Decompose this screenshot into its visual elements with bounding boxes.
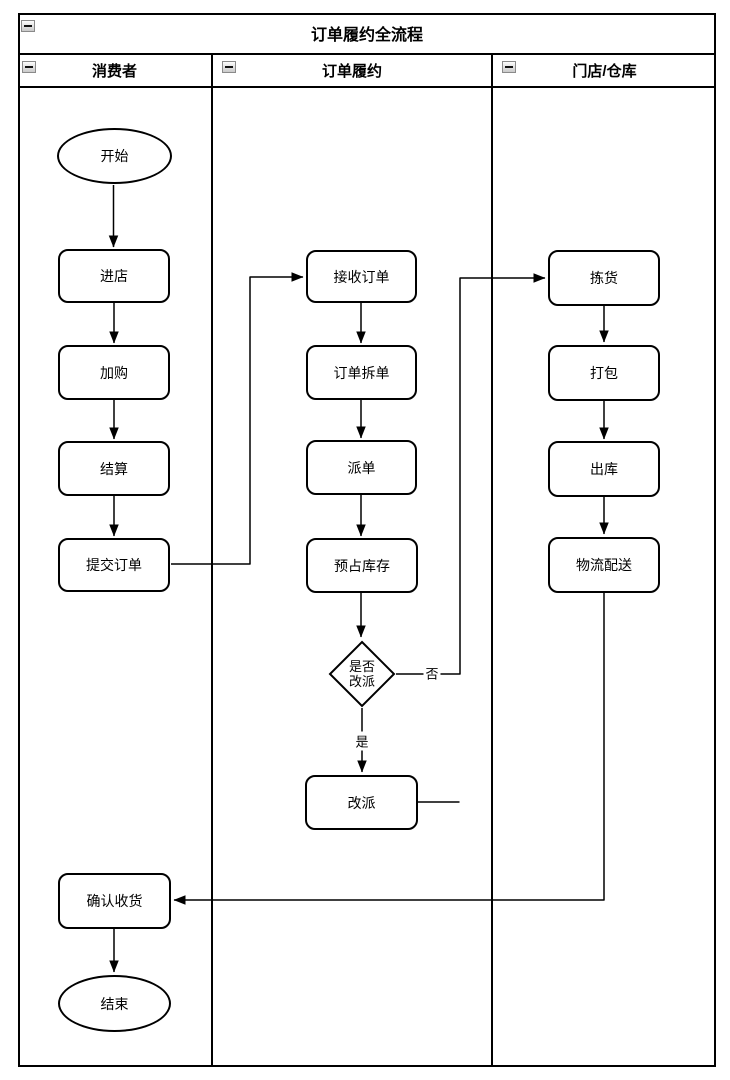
- pool-title: 订单履约全流程: [310, 27, 423, 44]
- minus-icon: [505, 66, 513, 68]
- node-outbound[interactable]: 出库: [548, 441, 660, 497]
- minus-icon: [225, 66, 233, 68]
- lane-divider-2: [491, 53, 493, 1067]
- node-picking[interactable]: 拣货: [548, 250, 660, 306]
- node-label: 物流配送: [576, 557, 632, 573]
- node-end[interactable]: 结束: [58, 975, 171, 1032]
- node-label: 结算: [100, 460, 128, 477]
- node-label: 开始: [100, 148, 129, 164]
- node-label: 订单拆单: [333, 364, 390, 381]
- node-label: 是否 改派: [348, 659, 375, 689]
- node-reassign-decision[interactable]: 是否 改派: [328, 640, 396, 708]
- edge-label-yes: 是: [353, 731, 371, 751]
- node-reassign[interactable]: 改派: [305, 775, 418, 830]
- node-logistics-delivery[interactable]: 物流配送: [548, 537, 660, 593]
- minus-icon: [24, 25, 32, 27]
- node-label: 提交订单: [86, 557, 142, 573]
- node-label: 预占库存: [334, 557, 390, 574]
- node-confirm-receipt[interactable]: 确认收货: [58, 873, 171, 929]
- edge-label-no: 否: [423, 663, 441, 683]
- lane-header-fulfillment: 订单履约: [321, 63, 382, 80]
- node-enter-store[interactable]: 进店: [58, 249, 170, 303]
- lane-header-consumer: 消费者: [91, 63, 137, 80]
- minus-icon: [25, 66, 33, 68]
- title-separator: [18, 53, 716, 55]
- node-packing[interactable]: 打包: [548, 345, 660, 401]
- lane-fulfillment-collapse-icon[interactable]: [222, 61, 236, 73]
- lane-store-warehouse-collapse-icon[interactable]: [502, 61, 516, 73]
- node-label: 进店: [100, 268, 128, 284]
- node-start[interactable]: 开始: [57, 128, 172, 184]
- node-label: 出库: [590, 461, 618, 477]
- lane-divider-1: [211, 53, 213, 1067]
- node-add-to-cart[interactable]: 加购: [58, 345, 170, 400]
- node-label: 打包: [590, 365, 618, 381]
- node-receive-order[interactable]: 接收订单: [306, 250, 417, 303]
- node-label: 加购: [100, 364, 128, 381]
- node-label: 派单: [347, 459, 376, 476]
- node-label: 确认收货: [86, 893, 143, 909]
- node-split-order[interactable]: 订单拆单: [306, 345, 417, 400]
- lane-header-separator: [18, 86, 716, 88]
- node-label: 改派: [347, 794, 376, 811]
- pool-collapse-icon[interactable]: [21, 20, 35, 32]
- node-dispatch-order[interactable]: 派单: [306, 440, 417, 495]
- node-reserve-stock[interactable]: 预占库存: [306, 538, 418, 593]
- node-submit-order[interactable]: 提交订单: [58, 538, 170, 592]
- node-checkout[interactable]: 结算: [58, 441, 170, 496]
- lane-consumer-collapse-icon[interactable]: [22, 61, 36, 73]
- lane-header-store-warehouse: 门店/仓库: [572, 63, 637, 80]
- node-label: 接收订单: [333, 268, 390, 285]
- node-label: 拣货: [590, 270, 618, 286]
- node-label: 结束: [100, 995, 129, 1012]
